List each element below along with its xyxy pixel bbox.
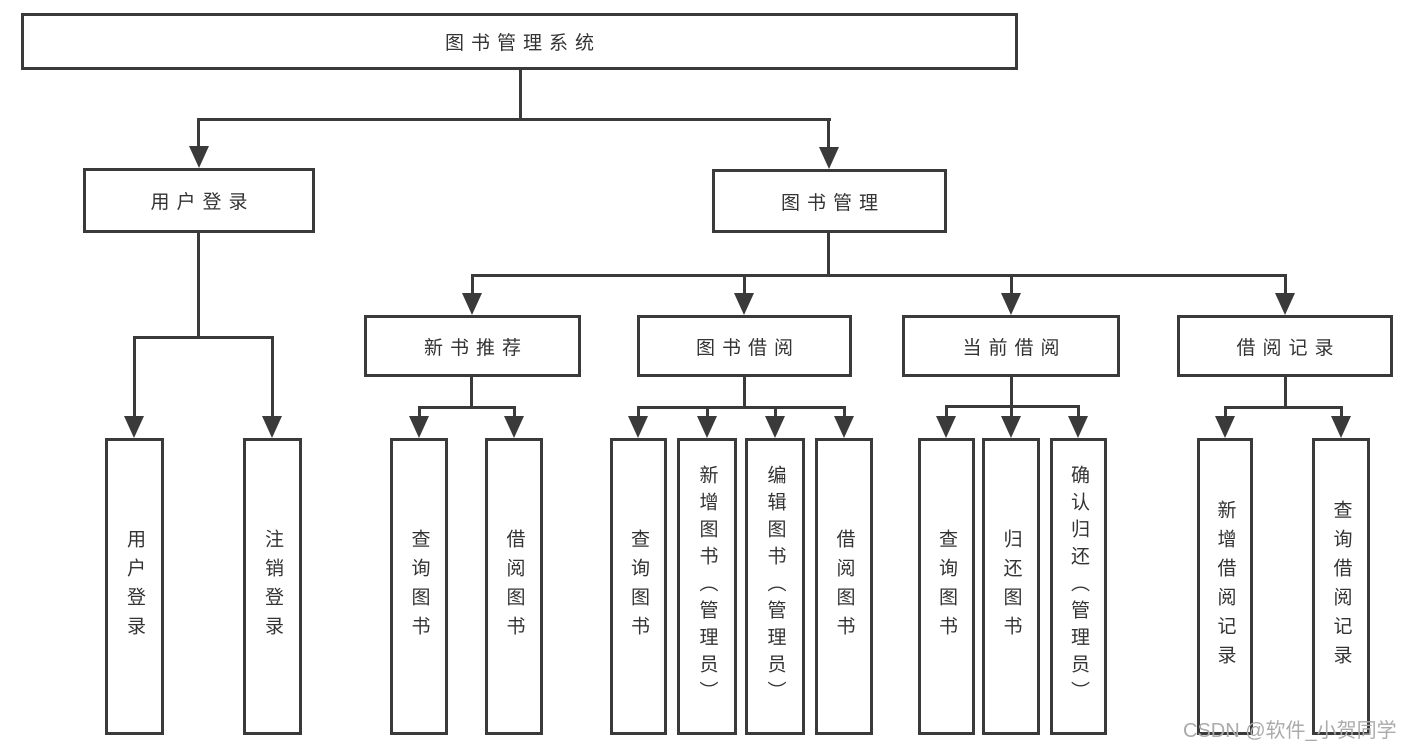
arrowhead-down-icon [936,416,956,438]
node-borrow-record: 借阅记录 [1177,315,1393,377]
leaf-user-login: 用户登录 [105,438,164,735]
node-new-book-recommend: 新书推荐 [364,315,581,377]
connector-drop-book-borrow [743,274,746,296]
node-book-borrow-label: 图书借阅 [695,337,800,359]
node-user-login-label: 用户登录 [150,192,255,213]
arrowhead-down-icon [1275,293,1295,315]
connector-book-management-stem [827,233,830,274]
connector-drop [706,406,709,418]
connector-drop [1010,405,1013,418]
connector-root-drop-right [827,118,830,150]
connector-borrow-record-bar [1224,406,1342,409]
connector-new-book-bar [418,406,516,409]
connector-root-drop-left [197,118,200,150]
arrowhead-down-icon [628,416,648,438]
arrowhead-down-icon [1001,416,1021,438]
connector-drop [418,406,421,418]
node-borrow-record-label: 借阅记录 [1236,337,1341,359]
connector-drop [1077,405,1080,418]
node-current-borrow: 当前借阅 [902,315,1120,377]
arrowhead-down-icon [189,146,209,168]
arrowhead-down-icon [765,416,785,438]
connector-drop [774,406,777,418]
arrowhead-down-icon [262,416,282,438]
leaf-logout-login: 注销登录 [243,438,302,735]
arrowhead-down-icon [1001,293,1021,315]
arrowhead-down-icon [124,416,144,438]
connector-root-stem [519,70,522,118]
connector-user-login-stem [197,233,200,336]
connector-new-book-stem [470,377,473,406]
arrowhead-down-icon [462,293,482,315]
arrowhead-down-icon [734,293,754,315]
connector-user-login-drop-left [133,336,136,418]
connector-drop [513,406,516,418]
node-root-label: 图书管理系统 [444,33,601,54]
leaf-query-book-borrow: 查询图书 [610,438,667,735]
leaf-return-book: 归还图书 [982,438,1040,735]
connector-drop-current-borrow [1010,274,1013,296]
leaf-query-borrow-record: 查询借阅记录 [1312,438,1370,735]
connector-book-management-bar [471,274,1286,277]
arrowhead-down-icon [1215,416,1235,438]
leaf-query-book-current: 查询图书 [918,438,975,735]
leaf-add-borrow-record: 新增借阅记录 [1197,438,1253,735]
leaf-edit-book-admin: 编辑图书（管理员） [745,438,805,735]
connector-drop [945,405,948,418]
arrowhead-down-icon [1331,416,1351,438]
connector-user-login-bar [133,336,274,339]
arrowhead-down-icon [409,416,429,438]
connector-drop-new-book [471,274,474,296]
connector-drop [1340,406,1343,418]
connector-drop-borrow-record [1284,274,1287,296]
node-current-borrow-label: 当前借阅 [962,337,1067,359]
leaf-confirm-return-admin: 确认归还（管理员） [1050,438,1107,735]
leaf-add-book-admin: 新增图书（管理员） [677,438,737,735]
connector-book-borrow-stem [743,377,746,406]
connector-current-borrow-stem [1010,377,1013,405]
arrowhead-down-icon [697,416,717,438]
node-book-management-label: 图书管理 [780,192,885,214]
node-book-borrow: 图书借阅 [637,315,852,377]
node-root: 图书管理系统 [21,13,1018,70]
node-book-management: 图书管理 [712,169,947,233]
connector-user-login-drop-right [271,336,274,418]
node-user-login: 用户登录 [83,168,315,233]
arrowhead-down-icon [819,147,839,169]
arrowhead-down-icon [1068,416,1088,438]
connector-drop [637,406,640,418]
arrowhead-down-icon [834,416,854,438]
connector-root-bar [197,118,831,121]
connector-drop [1224,406,1227,418]
connector-borrow-record-stem [1284,377,1287,406]
node-new-book-recommend-label: 新书推荐 [423,337,528,359]
leaf-query-book-recommend: 查询图书 [390,438,448,735]
leaf-borrow-book: 借阅图书 [815,438,873,735]
arrowhead-down-icon [504,416,524,438]
leaf-borrow-book-recommend: 借阅图书 [485,438,543,735]
connector-book-borrow-bar [637,406,845,409]
connector-drop [843,406,846,418]
watermark: CSDN @软件_小贺同学 [1183,720,1397,742]
